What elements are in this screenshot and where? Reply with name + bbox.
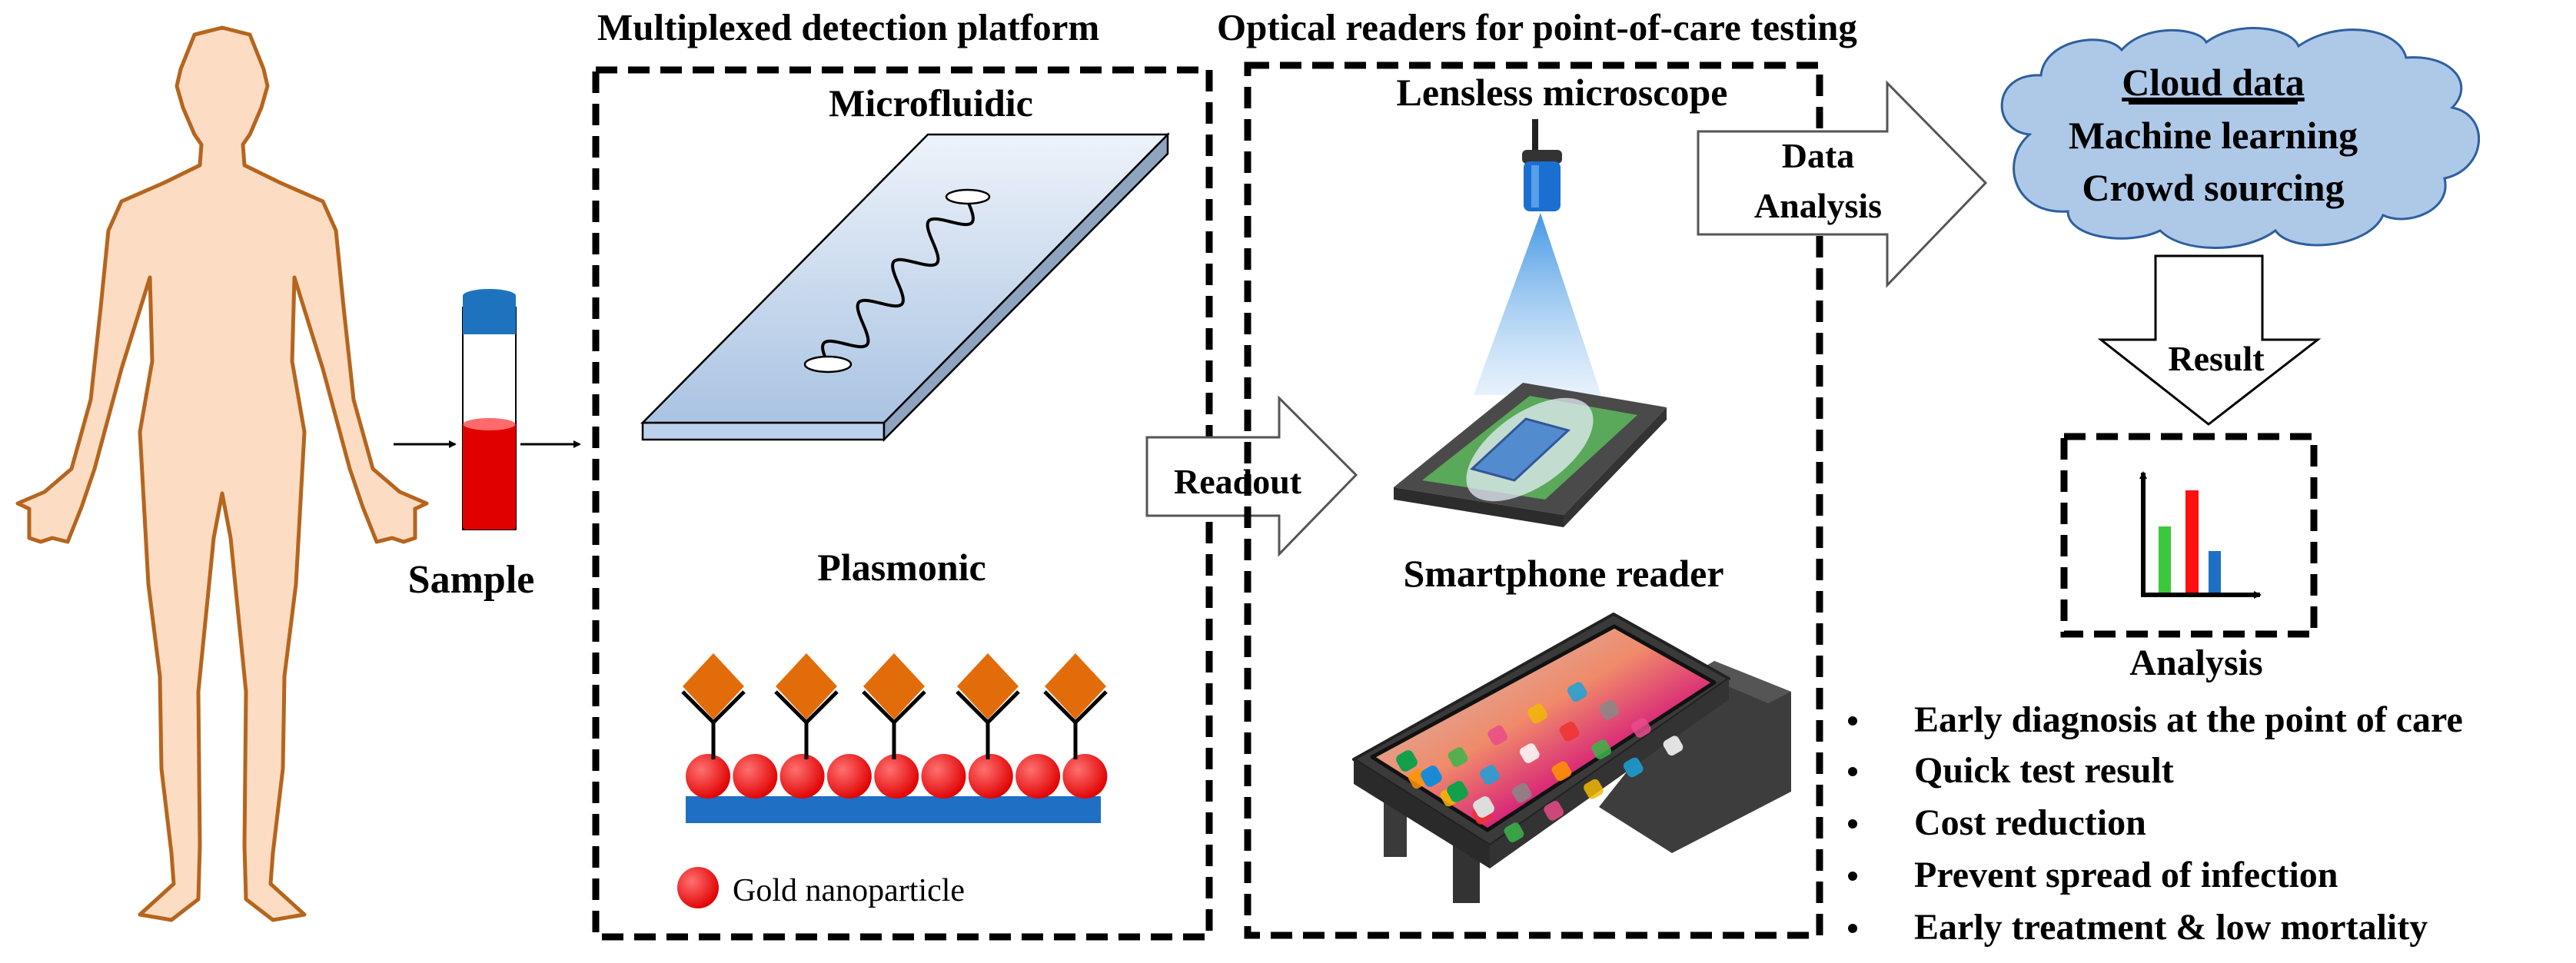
list-item: Early diagnosis at the point of care xyxy=(1848,699,2463,740)
cloud-line-crowd-sourcing: Crowd sourcing xyxy=(2082,166,2344,209)
gold-nanoparticle xyxy=(733,754,778,799)
readers-title: Optical readers for point-of-care testin… xyxy=(1217,6,1857,48)
legend-label: Gold nanoparticle xyxy=(733,873,965,908)
benefit-text: Early treatment & low mortality xyxy=(1914,907,2428,948)
list-item: Quick test result xyxy=(1848,750,2174,791)
substrate xyxy=(686,796,1101,823)
gold-nanoparticle xyxy=(1062,754,1108,799)
cloud-icon xyxy=(2000,27,2480,249)
readers-box xyxy=(1244,61,1823,939)
list-item: Prevent spread of infection xyxy=(1848,855,2338,895)
dock-icon xyxy=(1447,781,1468,802)
data-analysis-arrow: Data Analysis xyxy=(1697,80,1988,288)
gold-nanoparticle xyxy=(874,754,919,799)
antibody xyxy=(681,690,746,759)
app-icon xyxy=(1559,722,1580,742)
sample-label: Sample xyxy=(408,558,535,602)
bullet-icon xyxy=(1848,924,1857,933)
antigen xyxy=(957,653,1019,719)
lensless-microscope-icon xyxy=(1394,119,1667,527)
antigen xyxy=(683,653,744,719)
gold-nanoparticle-legend-icon xyxy=(677,867,719,908)
bullet-icon xyxy=(1848,872,1857,881)
plasmonic-label: Plasmonic xyxy=(817,546,986,589)
antibody xyxy=(774,690,839,759)
benefits-list: Early diagnosis at the point of care Qui… xyxy=(1848,699,2463,948)
gold-nanoparticle xyxy=(826,754,872,799)
microfluidic-chip-icon xyxy=(640,131,1170,443)
readout-arrow: Readout xyxy=(1145,395,1358,557)
app-icon xyxy=(1631,718,1651,738)
gold-nanoparticle xyxy=(686,754,730,799)
cloud-line-machine-learning: Machine learning xyxy=(2069,114,2358,157)
smartphone-label: Smartphone reader xyxy=(1403,552,1723,595)
app-icon xyxy=(1551,761,1572,782)
smartphone-reader-icon xyxy=(1352,613,1791,903)
benefit-text: Prevent spread of infection xyxy=(1914,855,2338,895)
analysis-box xyxy=(2060,433,2318,638)
result-arrow: Result xyxy=(2097,254,2322,426)
benefit-text: Cost reduction xyxy=(1914,802,2146,843)
gold-nanoparticle xyxy=(1015,754,1061,799)
app-icon xyxy=(1511,782,1532,803)
gold-nanoparticle xyxy=(968,754,1013,799)
antigen xyxy=(1045,653,1106,719)
dock-icon xyxy=(1396,750,1418,772)
gold-nanoparticle xyxy=(921,754,966,799)
app-icon xyxy=(1584,779,1604,799)
app-icon xyxy=(1544,801,1564,821)
bullet-icon xyxy=(1848,767,1857,776)
readout-label: Readout xyxy=(1174,462,1302,501)
cloud-title: Cloud data xyxy=(2122,61,2305,104)
result-label: Result xyxy=(2168,339,2265,378)
benefit-text: Quick test result xyxy=(1914,750,2174,791)
analysis-arrow-label: Analysis xyxy=(1754,186,1882,225)
human-body-icon xyxy=(15,25,429,922)
dock-icon xyxy=(1421,765,1442,787)
bullet-icon xyxy=(1848,819,1857,829)
app-icon xyxy=(1487,725,1508,745)
sample-tube-icon xyxy=(462,289,517,530)
app-icon xyxy=(1480,765,1500,785)
app-icon xyxy=(1663,736,1684,756)
list-item: Early treatment & low mortality xyxy=(1848,907,2428,948)
antibody xyxy=(1043,690,1108,759)
antigen xyxy=(863,653,925,719)
analysis-label: Analysis xyxy=(2129,643,2262,683)
bullet-icon xyxy=(1848,716,1857,726)
antibody xyxy=(956,690,1020,759)
dock-icon xyxy=(1473,796,1494,818)
app-icon xyxy=(1519,743,1540,763)
antigen xyxy=(776,653,837,719)
plasmonic-sensor-icon xyxy=(681,653,1108,823)
app-icon xyxy=(1527,703,1547,724)
app-icon xyxy=(1591,739,1611,759)
platform-title: Multiplexed detection platform xyxy=(597,6,1099,48)
app-icon xyxy=(1623,757,1644,778)
gold-nanoparticle xyxy=(779,754,825,799)
microfluidic-label: Microfluidic xyxy=(829,81,1033,125)
list-item: Cost reduction xyxy=(1848,802,2146,843)
antibody xyxy=(862,690,926,759)
app-icon xyxy=(1567,682,1587,702)
data-label: Data xyxy=(1782,136,1855,175)
app-icon xyxy=(1504,822,1524,842)
app-icon xyxy=(1599,699,1620,720)
app-icon xyxy=(1448,747,1468,767)
lensless-label: Lensless microscope xyxy=(1397,71,1728,114)
benefit-text: Early diagnosis at the point of care xyxy=(1914,699,2463,740)
bar-chart-icon xyxy=(2139,471,2262,599)
